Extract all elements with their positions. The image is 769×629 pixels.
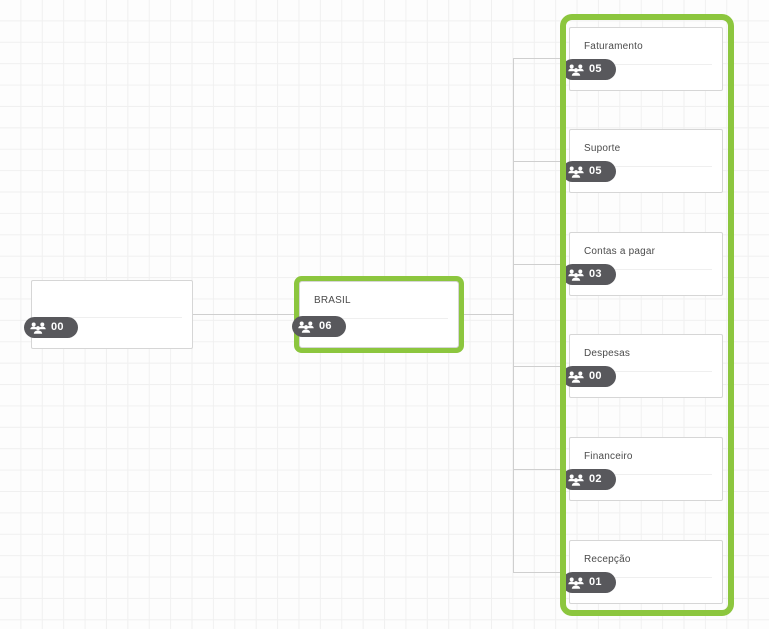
connector-trunk-to-child-3 <box>513 264 565 265</box>
child-node-suporte-count: 05 <box>589 165 602 177</box>
child-node-despesas[interactable]: Despesas 00 <box>562 334 723 398</box>
child-node-contas-a-pagar-title: Contas a pagar <box>584 246 656 257</box>
child-node-faturamento-count: 05 <box>589 63 602 75</box>
child-node-financeiro[interactable]: Financeiro 02 <box>562 437 723 501</box>
child-node-faturamento-separator <box>580 64 712 65</box>
connector-trunk-to-child-5 <box>513 469 565 470</box>
branch-node-brasil-badge[interactable]: 06 <box>292 316 346 337</box>
child-node-recepcao-separator <box>580 577 712 578</box>
connector-root-to-brasil <box>193 314 294 315</box>
child-node-suporte-separator <box>580 166 712 167</box>
child-node-contas-a-pagar-separator <box>580 269 712 270</box>
child-node-recepcao-title: Recepção <box>584 554 631 565</box>
child-node-recepcao[interactable]: Recepção 01 <box>562 540 723 604</box>
connector-trunk-to-child-6 <box>513 572 565 573</box>
child-node-faturamento-badge[interactable]: 05 <box>562 59 616 80</box>
child-node-financeiro-separator <box>580 474 712 475</box>
branch-node-brasil[interactable]: BRASIL 06 <box>292 281 459 348</box>
child-node-recepcao-count: 01 <box>589 576 602 588</box>
connector-trunk-to-child-1 <box>513 58 565 59</box>
child-node-suporte-title: Suporte <box>584 143 621 154</box>
child-node-contas-a-pagar[interactable]: Contas a pagar 03 <box>562 232 723 296</box>
child-node-financeiro-count: 02 <box>589 473 602 485</box>
connector-trunk-to-child-2 <box>513 161 565 162</box>
child-node-financeiro-badge[interactable]: 02 <box>562 469 616 490</box>
branch-node-brasil-title: BRASIL <box>314 295 351 306</box>
child-node-faturamento[interactable]: Faturamento 05 <box>562 27 723 91</box>
people-group-icon <box>568 268 584 282</box>
branch-node-brasil-separator <box>310 318 448 319</box>
child-node-faturamento-title: Faturamento <box>584 41 643 52</box>
connector-trunk-to-child-4 <box>513 366 565 367</box>
child-node-suporte[interactable]: Suporte 05 <box>562 129 723 193</box>
people-group-icon <box>568 63 584 77</box>
root-node-separator <box>42 317 182 318</box>
group-selection-frame <box>560 14 734 616</box>
connector-trunk-vertical <box>513 58 514 573</box>
branch-node-brasil-count: 06 <box>319 320 332 332</box>
people-group-icon <box>568 165 584 179</box>
people-group-icon <box>568 473 584 487</box>
child-node-financeiro-title: Financeiro <box>584 451 633 462</box>
people-group-icon <box>568 370 584 384</box>
root-node-count: 00 <box>51 321 64 333</box>
connector-brasil-to-trunk <box>463 314 514 315</box>
child-node-suporte-badge[interactable]: 05 <box>562 161 616 182</box>
child-node-contas-a-pagar-count: 03 <box>589 268 602 280</box>
child-node-contas-a-pagar-badge[interactable]: 03 <box>562 264 616 285</box>
child-node-despesas-count: 00 <box>589 370 602 382</box>
root-node[interactable]: 00 <box>24 280 193 349</box>
child-node-despesas-title: Despesas <box>584 348 631 359</box>
people-group-icon <box>298 320 314 334</box>
people-group-icon <box>30 321 46 335</box>
root-node-badge[interactable]: 00 <box>24 317 78 338</box>
child-node-despesas-separator <box>580 371 712 372</box>
child-node-recepcao-badge[interactable]: 01 <box>562 572 616 593</box>
people-group-icon <box>568 576 584 590</box>
child-node-despesas-badge[interactable]: 00 <box>562 366 616 387</box>
